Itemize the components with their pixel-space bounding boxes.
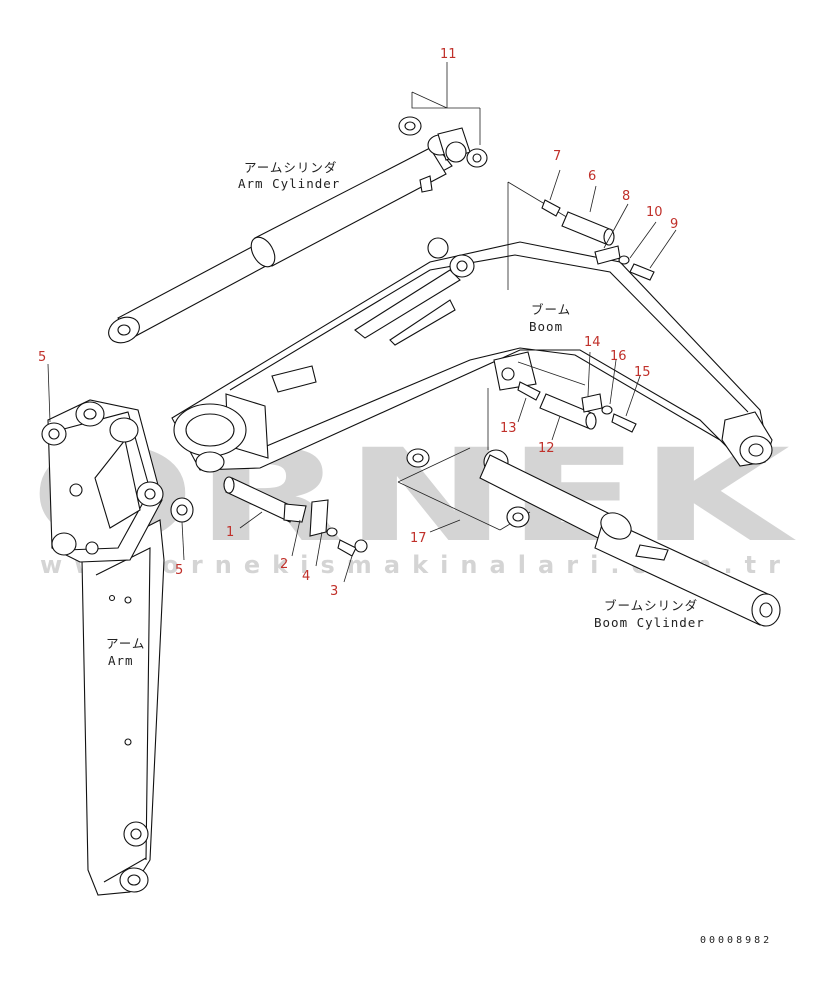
boom-label-en: Boom — [529, 319, 563, 334]
part-11-pin-set — [398, 72, 488, 168]
leader-lines — [47, 62, 677, 583]
drawing-code: 00008982 — [700, 935, 772, 946]
pin-set-12-16 — [487, 361, 637, 450]
arm-label-en: Arm — [108, 653, 134, 668]
boom-cylinder-label-en: Boom Cylinder — [594, 615, 705, 630]
part-number-4: 4 — [302, 569, 310, 584]
part-number-8: 8 — [622, 189, 630, 204]
arm — [47, 399, 165, 896]
part-number-11: 11 — [440, 47, 457, 62]
pin-set-1-4 — [223, 476, 368, 557]
part-number-13: 13 — [500, 421, 517, 436]
part-number-5-bottom: 5 — [175, 563, 183, 578]
pin-set-6-10 — [507, 181, 655, 290]
arm-label-jp: アーム — [106, 636, 145, 651]
part-number-16: 16 — [610, 349, 627, 364]
part-number-10: 10 — [646, 205, 663, 220]
part-number-2: 2 — [280, 557, 288, 572]
part-number-14: 14 — [584, 335, 601, 350]
component-labels: アームシリンダ Arm Cylinder ブーム Boom アーム Arm ブー… — [106, 160, 705, 668]
boom-cylinder — [479, 454, 781, 627]
arm-cylinder-label-en: Arm Cylinder — [238, 176, 340, 191]
part-number-1: 1 — [226, 525, 234, 540]
part-number-7: 7 — [553, 149, 561, 164]
part-number-15: 15 — [634, 365, 651, 380]
arm-cylinder-label-jp: アームシリンダ — [244, 160, 337, 175]
boom-cylinder-label-jp: ブームシリンダ — [604, 598, 698, 613]
part-17-pin-set — [397, 447, 531, 531]
part-number-9: 9 — [670, 217, 678, 232]
boom — [171, 237, 773, 475]
part-number-3: 3 — [330, 584, 338, 599]
part-number-5-top: 5 — [38, 350, 46, 365]
part-number-12: 12 — [538, 441, 555, 456]
part-number-6: 6 — [588, 169, 596, 184]
arm-cylinder — [108, 134, 453, 344]
part-numbers: 11 7 6 8 10 9 14 16 15 13 12 5 5 1 2 4 3… — [38, 47, 678, 599]
part-number-17: 17 — [410, 531, 427, 546]
boom-label-jp: ブーム — [531, 302, 571, 317]
